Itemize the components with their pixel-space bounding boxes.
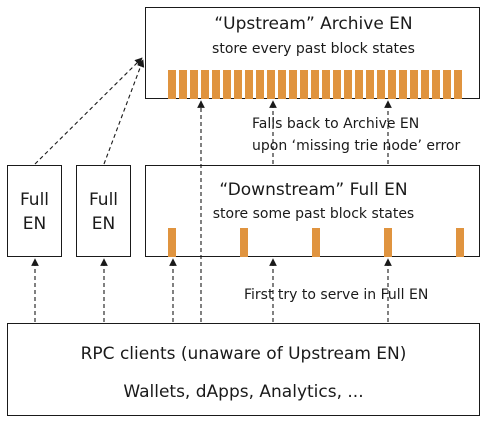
archive-state-block [190, 70, 198, 99]
full-en-node-1: Full EN [7, 165, 62, 257]
archive-state-block [300, 70, 308, 99]
archive-state-block [377, 70, 385, 99]
downstream-subtitle: store some past block states [212, 206, 415, 222]
full-en-2-line1: Full [88, 190, 119, 210]
first-try-note: First try to serve in Full EN [244, 287, 429, 303]
rpc-clients-examples: Wallets, dApps, Analytics, ... [123, 382, 364, 402]
archive-state-block [322, 70, 330, 99]
archive-state-block [355, 70, 363, 99]
upstream-title: “Upstream” Archive EN [214, 14, 413, 34]
archive-state-block [289, 70, 297, 99]
archive-state-block [201, 70, 209, 99]
archive-state-block [421, 70, 429, 99]
full-en-2-line2: EN [91, 214, 116, 234]
archive-state-block [168, 70, 176, 99]
full-en-1-line2: EN [22, 214, 47, 234]
full-en-node-2: Full EN [76, 165, 131, 257]
archive-state-block [179, 70, 187, 99]
fallback-note-line1: Falls back to Archive EN [252, 116, 420, 132]
archive-state-block [366, 70, 374, 99]
rpc-clients-box: RPC clients (unaware of Upstream EN) Wal… [7, 323, 480, 416]
archive-state-block [443, 70, 451, 99]
full-en-state-block [456, 228, 464, 257]
archive-state-block [399, 70, 407, 99]
upstream-block-strip [168, 70, 462, 99]
archive-state-block [333, 70, 341, 99]
archive-state-block [454, 70, 462, 99]
archive-state-block [410, 70, 418, 99]
archive-state-block [278, 70, 286, 99]
archive-state-block [234, 70, 242, 99]
archive-state-block [212, 70, 220, 99]
archive-state-block [388, 70, 396, 99]
archive-state-block [311, 70, 319, 99]
archive-state-block [223, 70, 231, 99]
full-en-state-block [168, 228, 176, 257]
downstream-title: “Downstream” Full EN [219, 180, 408, 200]
arrow-full-en-2-to-upstream [103, 59, 145, 165]
upstream-archive-en-box: “Upstream” Archive EN store every past b… [145, 7, 480, 99]
archive-state-block [267, 70, 275, 99]
upstream-subtitle: store every past block states [212, 41, 415, 57]
full-en-state-block [312, 228, 320, 257]
archive-state-block [245, 70, 253, 99]
fallback-note-line2: upon ‘missing trie node’ error [252, 138, 461, 154]
rpc-clients-title: RPC clients (unaware of Upstream EN) [80, 344, 407, 364]
full-en-1-line1: Full [19, 190, 50, 210]
full-en-state-block [384, 228, 392, 257]
downstream-full-en-box: “Downstream” Full EN store some past blo… [145, 165, 480, 257]
archive-state-block [432, 70, 440, 99]
archive-state-block [256, 70, 264, 99]
full-en-state-block [240, 228, 248, 257]
archive-state-block [344, 70, 352, 99]
downstream-block-strip [168, 228, 464, 257]
arrow-full-en-1-to-upstream [34, 57, 143, 165]
